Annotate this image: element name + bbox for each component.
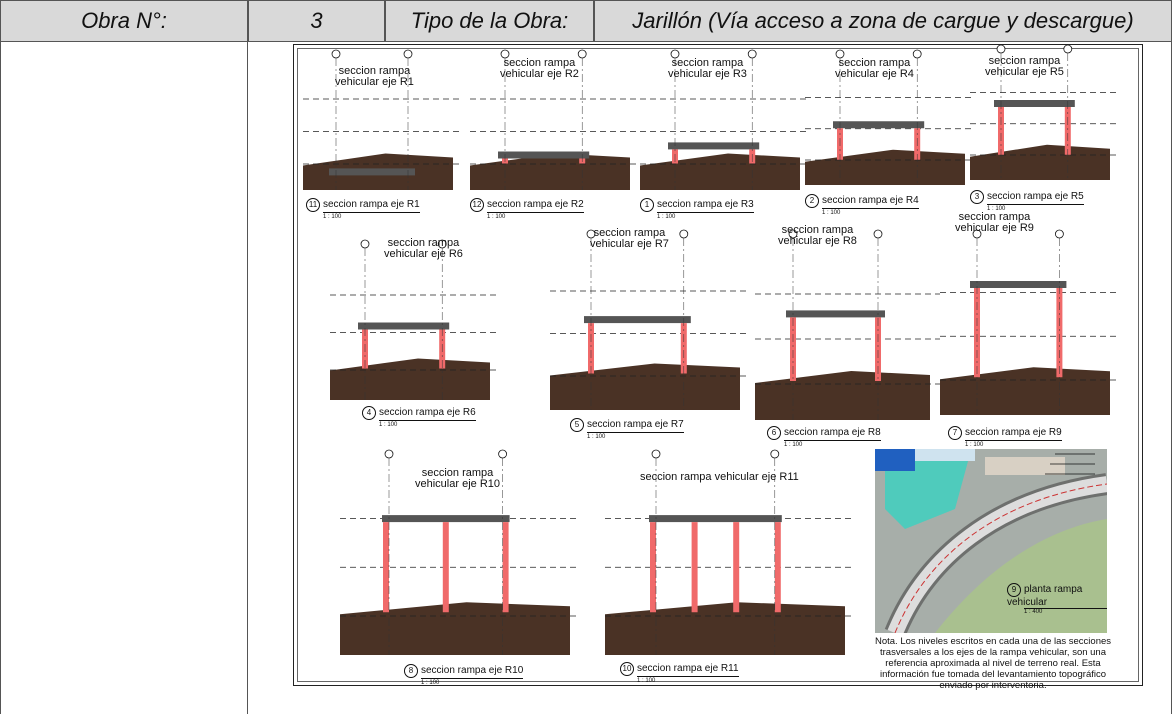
section-3-beam [668, 142, 760, 150]
section-r1-title: seccion rampa vehicular eje R1 [335, 65, 414, 88]
section-r10-title: seccion rampa vehicular eje R10 [415, 467, 500, 490]
header-cell-tipo-value: Jarillón (Vía acceso a zona de cargue y … [594, 0, 1172, 42]
section-4-axis-marker-2 [912, 49, 922, 59]
section-10-axis-marker-1 [384, 449, 394, 459]
section-3-ground [640, 153, 800, 190]
section-10-beam [382, 515, 510, 523]
section-6-beam [358, 322, 450, 330]
section-5-ground [970, 144, 1110, 180]
section-8-ground [755, 371, 930, 420]
section-r7-title: seccion rampa vehicular eje R7 [590, 227, 669, 250]
section-7-column-1 [588, 323, 594, 374]
section-9-column-2 [1056, 288, 1063, 378]
site-plan-drawing [875, 449, 1107, 633]
section-7-axis-marker-2 [679, 229, 689, 239]
section-5-column-1 [998, 107, 1004, 155]
section-9-axis-marker-2 [1055, 229, 1064, 239]
section-7-column-2 [680, 323, 687, 374]
section-7-beam [584, 316, 691, 324]
section-r3-title: seccion rampa vehicular eje R3 [668, 57, 747, 80]
section-5-axis-marker-2 [1063, 44, 1073, 54]
section-6-ground [330, 358, 490, 400]
section-7-ground [550, 363, 740, 410]
section-r11-title: seccion rampa vehicular eje R11 [640, 471, 799, 483]
section-2-ground [470, 153, 630, 190]
section-10-column-1 [383, 522, 389, 613]
section-8-column-2 [875, 317, 881, 381]
section-11-ground [605, 602, 845, 655]
section-8-column-1 [790, 317, 796, 381]
section-8-beam [786, 310, 885, 318]
section-r5-title: seccion rampa vehicular eje R5 [985, 55, 1064, 78]
section-11-beam [649, 515, 782, 523]
section-5-column-2 [1064, 107, 1071, 155]
header-cell-tipo-label: Tipo de la Obra: [385, 0, 594, 42]
section-r2-title: seccion rampa vehicular eje R2 [500, 57, 579, 80]
section-3-axis-marker-2 [747, 49, 757, 59]
section-6-axis-marker-1 [360, 239, 370, 249]
section-4-ground [805, 149, 965, 185]
section-11-column-4 [774, 522, 781, 613]
section-r8-title: seccion rampa vehicular eje R8 [778, 224, 857, 247]
section-11-column-1 [650, 522, 656, 613]
section-r6-title: seccion rampa vehicular eje R6 [384, 237, 463, 260]
section-10-column-2 [442, 522, 449, 613]
drawing-note: Nota. Los niveles escritos en cada una d… [874, 636, 1112, 691]
section-r9-title: seccion rampa vehicular eje R9 [955, 211, 1034, 234]
section-1-beam [329, 168, 415, 176]
section-10-axis-marker-2 [498, 449, 508, 459]
table-body-left-column [0, 42, 248, 714]
section-11-column-2 [691, 522, 698, 613]
section-5-beam [994, 100, 1075, 107]
drawing-sheet-inner-frame [297, 48, 1139, 682]
header-cell-obra-number: 3 [248, 0, 385, 42]
section-2-axis-marker-2 [577, 49, 587, 59]
section-r4-title: seccion rampa vehicular eje R4 [835, 57, 914, 80]
section-9-beam [970, 281, 1067, 288]
section-11-column-3 [733, 522, 740, 613]
section-11-axis-marker-2 [770, 449, 780, 459]
section-1-axis-marker-1 [331, 49, 341, 59]
section-10-ground [340, 602, 570, 655]
section-4-beam [833, 121, 925, 129]
header-cell-obra-label: Obra N°: [0, 0, 248, 42]
section-5-axis-marker-1 [996, 44, 1006, 54]
section-2-beam [498, 151, 590, 159]
section-9-column-1 [974, 288, 980, 378]
section-11-axis-marker-1 [651, 449, 661, 459]
section-10-column-3 [502, 522, 509, 613]
section-9-ground [940, 367, 1110, 415]
section-8-axis-marker-2 [873, 229, 883, 239]
section-1-axis-marker-2 [403, 49, 413, 59]
